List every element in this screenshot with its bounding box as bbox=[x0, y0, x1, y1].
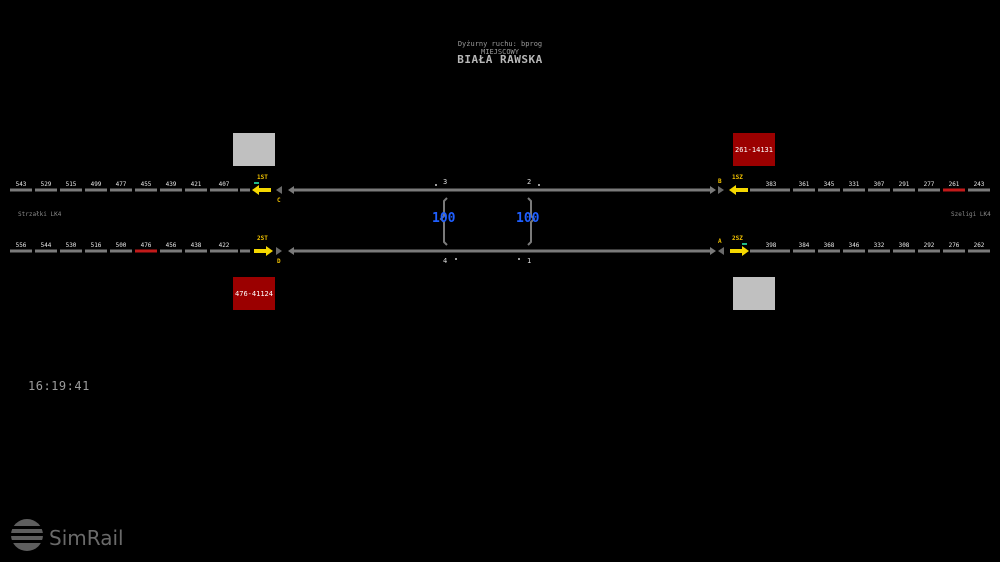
block-label-346: 346 bbox=[848, 242, 860, 249]
block-label-422: 422 bbox=[218, 242, 230, 249]
track-number-3: 3 bbox=[443, 178, 448, 186]
block-label-261: 261 bbox=[948, 181, 960, 188]
block-label-345: 345 bbox=[823, 181, 835, 188]
simrail-logo-text: SimRail bbox=[49, 526, 124, 550]
block-label-331: 331 bbox=[848, 181, 860, 188]
block-label-439: 439 bbox=[165, 181, 177, 188]
signal-1SZ-arrow bbox=[729, 185, 748, 195]
block-label-516: 516 bbox=[90, 242, 102, 249]
signal-C-label[interactable]: C bbox=[277, 197, 281, 204]
signal-2ST-label[interactable]: 2ST bbox=[257, 235, 268, 242]
signal-2ST-arrow bbox=[254, 246, 273, 256]
block-label-398: 398 bbox=[765, 242, 777, 249]
control-mode-label: MIEJSCOWY bbox=[481, 48, 519, 56]
block-label-455: 455 bbox=[140, 181, 152, 188]
block-label-276: 276 bbox=[948, 242, 960, 249]
signal-A-head bbox=[718, 247, 724, 255]
signal-B-head bbox=[718, 186, 724, 194]
block-label-530: 530 bbox=[65, 242, 77, 249]
track-number-4: 4 bbox=[443, 257, 448, 265]
block-label-407: 407 bbox=[218, 181, 230, 188]
indicator-1ST bbox=[254, 182, 259, 184]
block-label-368: 368 bbox=[823, 242, 835, 249]
block-label-476: 476 bbox=[140, 242, 152, 249]
block-label-515: 515 bbox=[65, 181, 77, 188]
indicator-2SZ bbox=[742, 243, 747, 245]
signal-A-label[interactable]: A bbox=[718, 238, 722, 245]
block-label-556: 556 bbox=[15, 242, 27, 249]
signal-C-head bbox=[276, 186, 282, 194]
block-label-243: 243 bbox=[973, 181, 985, 188]
block-label-477: 477 bbox=[115, 181, 127, 188]
block-label-529: 529 bbox=[40, 181, 52, 188]
simrail-logo: SimRail bbox=[10, 518, 124, 552]
block-label-383: 383 bbox=[765, 181, 777, 188]
signal-2SZ-label[interactable]: 2SZ bbox=[732, 235, 743, 242]
speed-limit-left: 100 bbox=[432, 211, 456, 226]
block-label-291: 291 bbox=[898, 181, 910, 188]
block-label-500: 500 bbox=[115, 242, 127, 249]
block-label-384: 384 bbox=[798, 242, 810, 249]
block-label-544: 544 bbox=[40, 242, 52, 249]
train-box-upper-right[interactable]: 261-14131 bbox=[733, 133, 775, 166]
speed-limit-right: 100 bbox=[516, 211, 540, 226]
train-box-upper-left-empty[interactable] bbox=[233, 133, 275, 166]
track-number-2: 2 bbox=[527, 178, 532, 186]
block-label-438: 438 bbox=[190, 242, 202, 249]
block-label-421: 421 bbox=[190, 181, 202, 188]
block-label-456: 456 bbox=[165, 242, 177, 249]
block-label-361: 361 bbox=[798, 181, 810, 188]
neighbor-right-label: Szeligi LK4 bbox=[951, 211, 991, 218]
signal-B-label[interactable]: B bbox=[718, 178, 722, 185]
track-end-left-upper bbox=[288, 186, 294, 194]
signal-D-label[interactable]: D bbox=[277, 258, 281, 265]
signal-1ST-label[interactable]: 1ST bbox=[257, 174, 268, 181]
signal-D-head bbox=[276, 247, 282, 255]
block-label-262: 262 bbox=[973, 242, 985, 249]
operator-label: Dyżurny ruchu: bprog bbox=[457, 40, 543, 48]
block-label-277: 277 bbox=[923, 181, 935, 188]
train-box-lower-right-empty[interactable] bbox=[733, 277, 775, 310]
simrail-logo-icon bbox=[10, 519, 46, 551]
block-label-307: 307 bbox=[873, 181, 885, 188]
block-label-543: 543 bbox=[15, 181, 27, 188]
block-label-308: 308 bbox=[898, 242, 910, 249]
signal-1ST-arrow bbox=[252, 185, 271, 195]
signal-1SZ-label[interactable]: 1SZ bbox=[732, 174, 743, 181]
signal-2SZ-arrow bbox=[730, 246, 749, 256]
clock: 16:19:41 bbox=[28, 379, 90, 393]
neighbor-left-label: Strzałki LK4 bbox=[18, 211, 62, 218]
track-end-right-upper bbox=[710, 186, 716, 194]
track-number-1: 1 bbox=[527, 257, 532, 265]
block-label-332: 332 bbox=[873, 242, 885, 249]
station-title: BIAŁA RAWSKA bbox=[457, 53, 543, 66]
train-box-lower-left[interactable]: 476-41124 bbox=[233, 277, 275, 310]
track-end-right-lower bbox=[710, 247, 716, 255]
block-label-292: 292 bbox=[923, 242, 935, 249]
block-label-499: 499 bbox=[90, 181, 102, 188]
track-end-left-lower bbox=[288, 247, 294, 255]
